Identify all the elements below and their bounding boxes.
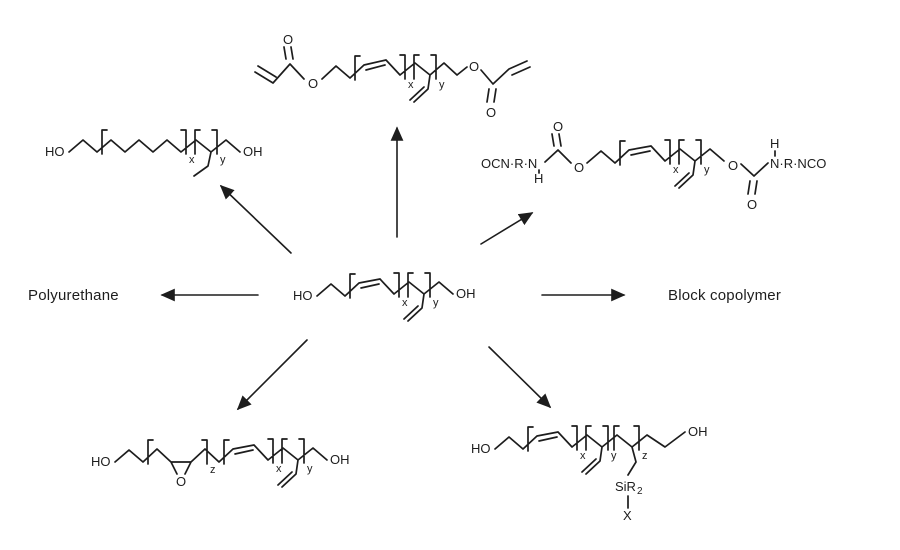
- subscript-x: x: [189, 154, 195, 166]
- group-label-ocn-r-n: OCN·R·N: [481, 156, 537, 171]
- arrow-upright-isocyanate: [480, 212, 534, 245]
- arrow-upleft-diol: [219, 184, 292, 254]
- subscript-y: y: [220, 154, 226, 166]
- subscript-y: y: [439, 79, 445, 91]
- atom-label-o-carbonyl: O: [283, 32, 293, 47]
- atom-label-ho: HO: [45, 144, 65, 159]
- structure-epoxidized-htpb: HO O z x y OH: [91, 438, 350, 489]
- subscript-z: z: [642, 450, 648, 462]
- group-label-silane: SiR: [615, 479, 636, 494]
- atom-label-h: H: [534, 171, 543, 186]
- subscript-x: x: [402, 297, 408, 309]
- atom-label-o-ester: O: [308, 76, 318, 91]
- subscript-x: x: [673, 164, 679, 176]
- atom-label-h: H: [770, 136, 779, 151]
- structure-htpb-core: HO x y OH: [293, 272, 476, 322]
- bonds: [68, 129, 241, 177]
- atom-label-o-carbonyl: O: [486, 105, 496, 120]
- structure-saturated-diol: HO x y OH: [45, 129, 263, 177]
- label-polyurethane: Polyurethane: [28, 287, 119, 304]
- bonds: [538, 133, 776, 195]
- bonds: [494, 425, 686, 509]
- subscript-x: x: [580, 450, 586, 462]
- subscript-y: y: [433, 297, 439, 309]
- atom-label-oh: OH: [456, 286, 476, 301]
- structure-isocyanate-terminated-htpb: OCN·R·N H O O x y O O H N·R·NCO: [481, 120, 826, 212]
- atom-label-x-halide: X: [623, 508, 632, 523]
- atom-label-o-epoxide: O: [176, 474, 186, 489]
- bonds: [254, 46, 531, 103]
- structure-silane-functionalized-htpb: HO x y z SiR 2 X OH: [471, 424, 708, 523]
- structure-acrylate-terminated-htpb: O O x y O O: [254, 32, 531, 120]
- atom-label-o-ester: O: [728, 158, 738, 173]
- label-block-copolymer: Block copolymer: [668, 287, 782, 304]
- atom-label-oh: OH: [243, 144, 263, 159]
- subscript-y: y: [704, 164, 710, 176]
- subscript-z: z: [210, 464, 216, 476]
- atom-label-ho: HO: [471, 441, 491, 456]
- atom-label-ho: HO: [91, 454, 111, 469]
- group-label-n-r-nco: N·R·NCO: [770, 156, 826, 171]
- bonds: [114, 438, 328, 488]
- atom-label-oh: OH: [688, 424, 708, 439]
- atom-label-ho: HO: [293, 288, 313, 303]
- atom-label-oh: OH: [330, 452, 350, 467]
- atom-label-o-carbonyl: O: [553, 120, 563, 134]
- subscript-x: x: [408, 79, 414, 91]
- atom-label-o-carbonyl: O: [747, 197, 757, 212]
- group-label-silane-subscript: 2: [637, 486, 643, 497]
- arrow-downright-silane: [488, 346, 552, 409]
- bonds: [316, 272, 454, 322]
- arrow-downleft-epoxide: [236, 339, 308, 411]
- atom-label-o-ester: O: [574, 160, 584, 175]
- atom-label-o-ester: O: [469, 59, 479, 74]
- subscript-y: y: [307, 463, 313, 475]
- subscript-y: y: [611, 450, 617, 462]
- subscript-x: x: [276, 463, 282, 475]
